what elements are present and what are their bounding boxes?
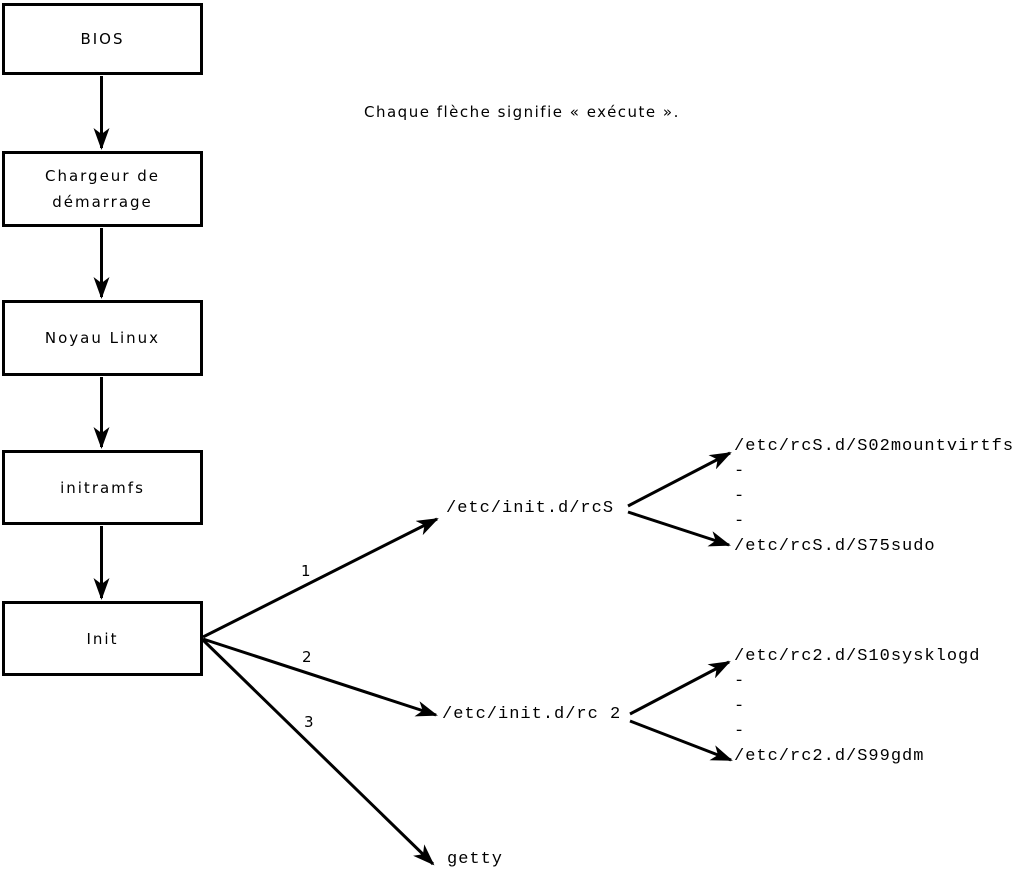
- script-item: /etc/rcS.d/S02mountvirtfs: [734, 437, 1015, 456]
- box-bootloader-label: Chargeur de démarrage: [44, 167, 161, 211]
- box-init-label: Init: [86, 629, 119, 648]
- arrow-rc2-to-first-script: [629, 660, 731, 716]
- script-item: /etc/rc2.d/S10sysklogd: [734, 647, 981, 666]
- box-bios: BIOS: [2, 3, 203, 75]
- script-ellipsis-dash: -: [734, 512, 746, 531]
- script-item: /etc/rcS.d/S75sudo: [734, 537, 936, 556]
- rcs-script-list: /etc/rcS.d/S02mountvirtfs - - - /etc/rcS…: [734, 436, 1014, 561]
- target-rc2: /etc/init.d/rc 2: [442, 705, 622, 724]
- arrow-init-to-getty: [201, 638, 435, 866]
- box-initramfs-label: initramfs: [60, 478, 145, 497]
- box-kernel: Noyau Linux: [2, 300, 203, 376]
- box-kernel-label: Noyau Linux: [44, 329, 161, 347]
- script-ellipsis-dash: -: [734, 697, 746, 716]
- script-ellipsis-dash: -: [734, 462, 746, 481]
- box-bios-label: BIOS: [80, 30, 125, 48]
- script-ellipsis-dash: -: [734, 487, 746, 506]
- branch-number-1: 1: [301, 562, 312, 580]
- script-ellipsis-dash: -: [734, 722, 746, 741]
- rc2-script-list: /etc/rc2.d/S10sysklogd - - - /etc/rc2.d/…: [734, 646, 980, 771]
- script-item: /etc/rc2.d/S99gdm: [734, 747, 925, 766]
- arrow-init-to-rc2: [202, 637, 438, 717]
- arrow-rcs-to-last-script: [627, 510, 731, 547]
- target-getty: getty: [447, 850, 504, 869]
- script-ellipsis-dash: -: [734, 672, 746, 691]
- box-bootloader: Chargeur de démarrage: [2, 151, 203, 227]
- box-initramfs: initramfs: [2, 450, 203, 525]
- branch-number-3: 3: [304, 713, 315, 731]
- target-rcs: /etc/init.d/rcS: [446, 499, 615, 518]
- arrow-rc2-to-last-script: [629, 719, 733, 762]
- arrow-init-to-rcs: [202, 517, 439, 639]
- box-init: Init: [2, 601, 203, 676]
- legend-note: Chaque flèche signifie « exécute ».: [364, 103, 680, 121]
- branch-number-2: 2: [302, 648, 313, 666]
- arrow-rcs-to-first-script: [627, 451, 732, 508]
